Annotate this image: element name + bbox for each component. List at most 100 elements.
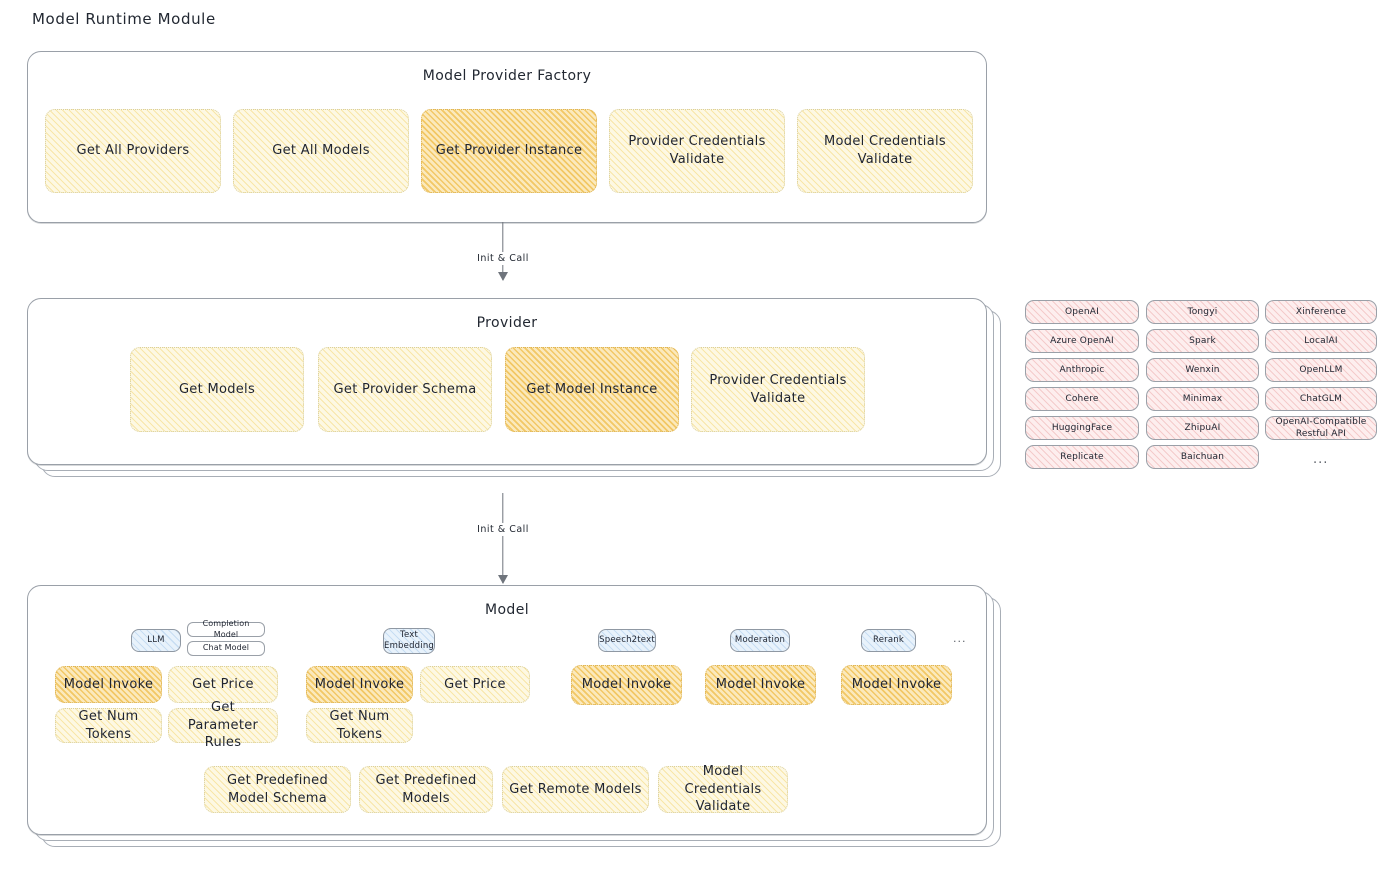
provider-chip-chatglm[interactable]: ChatGLM <box>1265 387 1377 411</box>
speech2text-op-model-invoke[interactable]: Model Invoke <box>571 665 682 705</box>
provider-chip-minimax[interactable]: Minimax <box>1146 387 1259 411</box>
provider-chip-label: HuggingFace <box>1051 422 1113 433</box>
model-types-more: ... <box>953 632 967 645</box>
model-type-badge-text-embedding[interactable]: Text Embedding <box>383 628 435 654</box>
provider-chip-spark[interactable]: Spark <box>1146 329 1259 353</box>
provider-node-label: Get Model Instance <box>526 381 658 397</box>
model-type-label: LLM <box>147 635 165 646</box>
arrow-head-icon <box>498 575 508 584</box>
model-type-label: Moderation <box>734 635 786 646</box>
arrow-label-init-and-call-1: Init & Call <box>473 252 533 265</box>
provider-chip-openai[interactable]: OpenAI <box>1025 300 1139 324</box>
provider-chip-openai-compatible-restful-api[interactable]: OpenAI-Compatible Restful API <box>1265 416 1377 440</box>
provider-chip-label: Tongyi <box>1187 306 1218 317</box>
model-shared-op-get-predefined-models[interactable]: Get Predefined Models <box>359 766 493 813</box>
provider-chip-label: Wenxin <box>1185 364 1220 375</box>
provider-node-provider-credentials-validate[interactable]: Provider Credentials Validate <box>691 347 865 432</box>
model-provider-factory-container: Model Provider Factory Get All Providers… <box>27 51 987 223</box>
provider-chip-label: Azure OpenAI <box>1050 335 1114 346</box>
provider-chip-cohere[interactable]: Cohere <box>1025 387 1139 411</box>
provider-chip-label: ZhipuAI <box>1184 422 1221 433</box>
factory-node-provider-credentials-validate[interactable]: Provider Credentials Validate <box>609 109 785 193</box>
provider-chip-baichuan[interactable]: Baichuan <box>1146 445 1259 469</box>
op-label: Model Invoke <box>314 676 405 692</box>
provider-node-get-models[interactable]: Get Models <box>130 347 304 432</box>
model-type-label: Speech2text <box>599 635 655 646</box>
provider-chip-label: OpenLLM <box>1299 364 1343 375</box>
provider-chip-huggingface[interactable]: HuggingFace <box>1025 416 1139 440</box>
provider-chip-zhipuai[interactable]: ZhipuAI <box>1146 416 1259 440</box>
model-type-badge-rerank[interactable]: Rerank <box>861 629 916 652</box>
op-label: Model Invoke <box>581 677 672 693</box>
arrow-line <box>502 493 504 583</box>
provider-node-get-provider-schema[interactable]: Get Provider Schema <box>318 347 492 432</box>
provider-chip-label: Spark <box>1189 335 1216 346</box>
rerank-op-model-invoke[interactable]: Model Invoke <box>841 665 952 705</box>
provider-title: Provider <box>476 315 538 331</box>
provider-chip-label: OpenAI <box>1064 306 1100 317</box>
provider-chip-xinference[interactable]: Xinference <box>1265 300 1377 324</box>
text-embedding-op-get-num-tokens[interactable]: Get Num Tokens <box>306 708 413 743</box>
op-label: Get Num Tokens <box>78 708 139 742</box>
page-title: Model Runtime Module <box>32 10 216 28</box>
model-provider-factory-title: Model Provider Factory <box>422 68 592 84</box>
provider-node-get-model-instance[interactable]: Get Model Instance <box>505 347 679 432</box>
op-label: Get Price <box>444 676 506 692</box>
model-subbadge-label: Chat Model <box>202 643 250 653</box>
factory-node-label: Get All Models <box>272 143 370 159</box>
op-label: Get Predefined Model Schema <box>226 772 329 806</box>
op-label: Model Invoke <box>715 677 806 693</box>
arrow-head-icon <box>498 272 508 281</box>
provider-chip-label: Replicate <box>1060 451 1104 462</box>
model-subbadge-chat-model[interactable]: Chat Model <box>187 641 265 656</box>
provider-chip-azure-openai[interactable]: Azure OpenAI <box>1025 329 1139 353</box>
op-label: Model Credentials Validate <box>684 764 762 815</box>
model-type-badge-llm[interactable]: LLM <box>131 629 181 652</box>
op-label: Get Remote Models <box>509 781 642 797</box>
provider-chip-label: Cohere <box>1065 393 1099 404</box>
text-embedding-op-model-invoke[interactable]: Model Invoke <box>306 666 413 703</box>
factory-node-get-all-models[interactable]: Get All Models <box>233 109 409 193</box>
model-shared-op-get-remote-models[interactable]: Get Remote Models <box>502 766 649 813</box>
model-type-badge-moderation[interactable]: Moderation <box>730 629 790 652</box>
provider-chip-label: Minimax <box>1182 393 1223 404</box>
provider-chip-label: OpenAI-Compatible Restful API <box>1275 416 1367 439</box>
model-type-label: Text Embedding <box>384 630 435 651</box>
provider-chip-replicate[interactable]: Replicate <box>1025 445 1139 469</box>
provider-chip-tongyi[interactable]: Tongyi <box>1146 300 1259 324</box>
model-shared-op-model-credentials-validate[interactable]: Model Credentials Validate <box>658 764 788 815</box>
factory-node-model-credentials-validate[interactable]: Model Credentials Validate <box>797 109 973 193</box>
op-label: Model Invoke <box>851 677 942 693</box>
arrow-factory-to-provider <box>495 222 511 281</box>
factory-node-get-all-providers[interactable]: Get All Providers <box>45 109 221 193</box>
factory-node-label: Model Credentials Validate <box>824 134 946 167</box>
op-label: Get Predefined Models <box>375 772 477 806</box>
provider-chip-openllm[interactable]: OpenLLM <box>1265 358 1377 382</box>
model-subbadge-label: Completion Model <box>202 618 250 639</box>
provider-chip-label: Xinference <box>1295 306 1347 317</box>
provider-chip-wenxin[interactable]: Wenxin <box>1146 358 1259 382</box>
provider-list-more: ... <box>1313 452 1329 467</box>
provider-chip-localai[interactable]: LocalAI <box>1265 329 1377 353</box>
moderation-op-model-invoke[interactable]: Model Invoke <box>705 665 816 705</box>
op-label: Model Invoke <box>63 676 154 692</box>
llm-op-get-num-tokens[interactable]: Get Num Tokens <box>55 708 162 743</box>
provider-chip-label: Anthropic <box>1059 364 1105 375</box>
factory-node-label: Get Provider Instance <box>435 143 583 159</box>
arrow-provider-to-model <box>495 493 511 584</box>
llm-op-get-price[interactable]: Get Price <box>168 666 278 703</box>
provider-chip-anthropic[interactable]: Anthropic <box>1025 358 1139 382</box>
provider-node-label: Provider Credentials Validate <box>709 372 847 406</box>
arrow-label-init-and-call-2: Init & Call <box>473 523 533 536</box>
text-embedding-op-get-price[interactable]: Get Price <box>420 666 530 703</box>
model-type-badge-speech2text[interactable]: Speech2text <box>598 629 656 652</box>
llm-op-model-invoke[interactable]: Model Invoke <box>55 666 162 703</box>
model-title: Model <box>484 602 530 618</box>
model-shared-op-get-predefined-model-schema[interactable]: Get Predefined Model Schema <box>204 766 351 813</box>
op-label: Get Parameter Rules <box>187 700 259 751</box>
factory-node-label: Provider Credentials Validate <box>628 134 766 167</box>
factory-node-get-provider-instance[interactable]: Get Provider Instance <box>421 109 597 193</box>
model-subbadge-completion-model[interactable]: Completion Model <box>187 619 265 639</box>
llm-op-get-parameter-rules[interactable]: Get Parameter Rules <box>168 700 278 750</box>
